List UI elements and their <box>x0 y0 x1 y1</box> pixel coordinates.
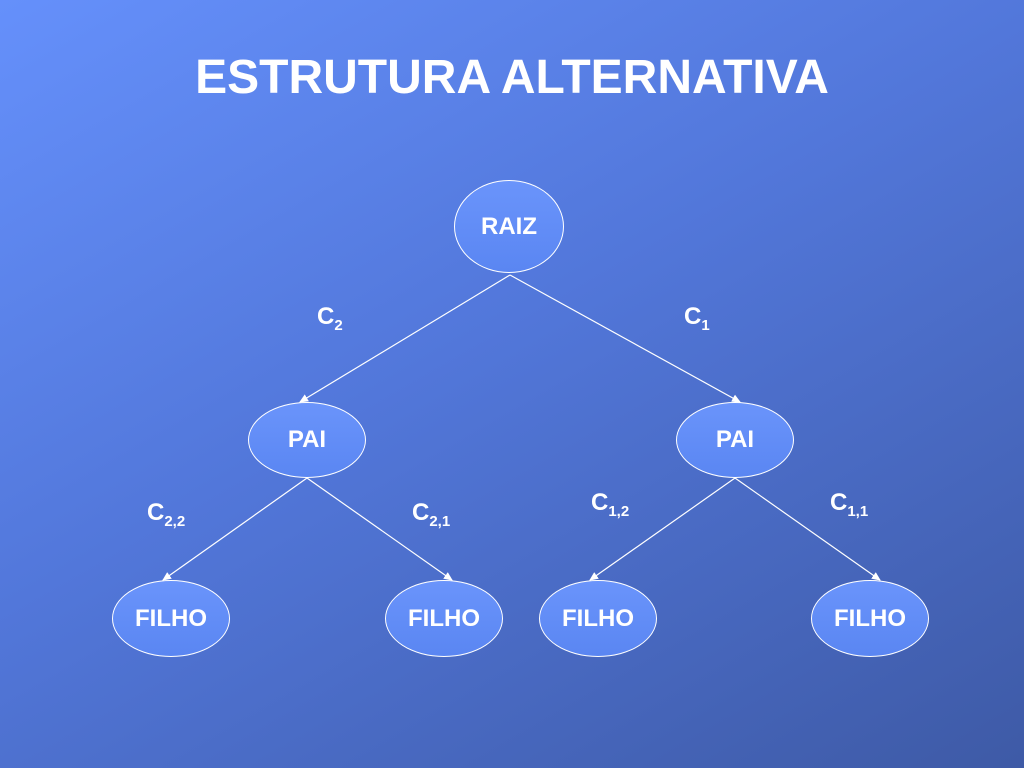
edge-label-c2: C2 <box>317 303 343 334</box>
edge-label-c12: C1,2 <box>591 489 630 520</box>
edge-root-parent-right <box>509 274 741 403</box>
node-parent-right: PAI <box>676 402 794 478</box>
node-root: RAIZ <box>454 180 564 273</box>
node-child-2: FILHO <box>385 580 503 657</box>
edge-parent-left-child-1 <box>162 477 308 581</box>
node-child-1: FILHO <box>112 580 230 657</box>
edge-root-parent-left <box>299 274 511 403</box>
edge-parent-left-child-2 <box>306 477 453 581</box>
edge-parent-right-child-4 <box>734 477 881 581</box>
edge-label-c22: C2,2 <box>147 499 186 530</box>
edge-label-c21: C2,1 <box>412 499 451 530</box>
edge-parent-right-child-3 <box>589 477 736 581</box>
edge-label-c1: C1 <box>684 303 710 334</box>
edge-label-c11: C1,1 <box>830 489 869 520</box>
node-parent-left: PAI <box>248 402 366 478</box>
page-title: ESTRUTURA ALTERNATIVA <box>195 51 829 104</box>
node-child-4: FILHO <box>811 580 929 657</box>
node-child-3: FILHO <box>539 580 657 657</box>
